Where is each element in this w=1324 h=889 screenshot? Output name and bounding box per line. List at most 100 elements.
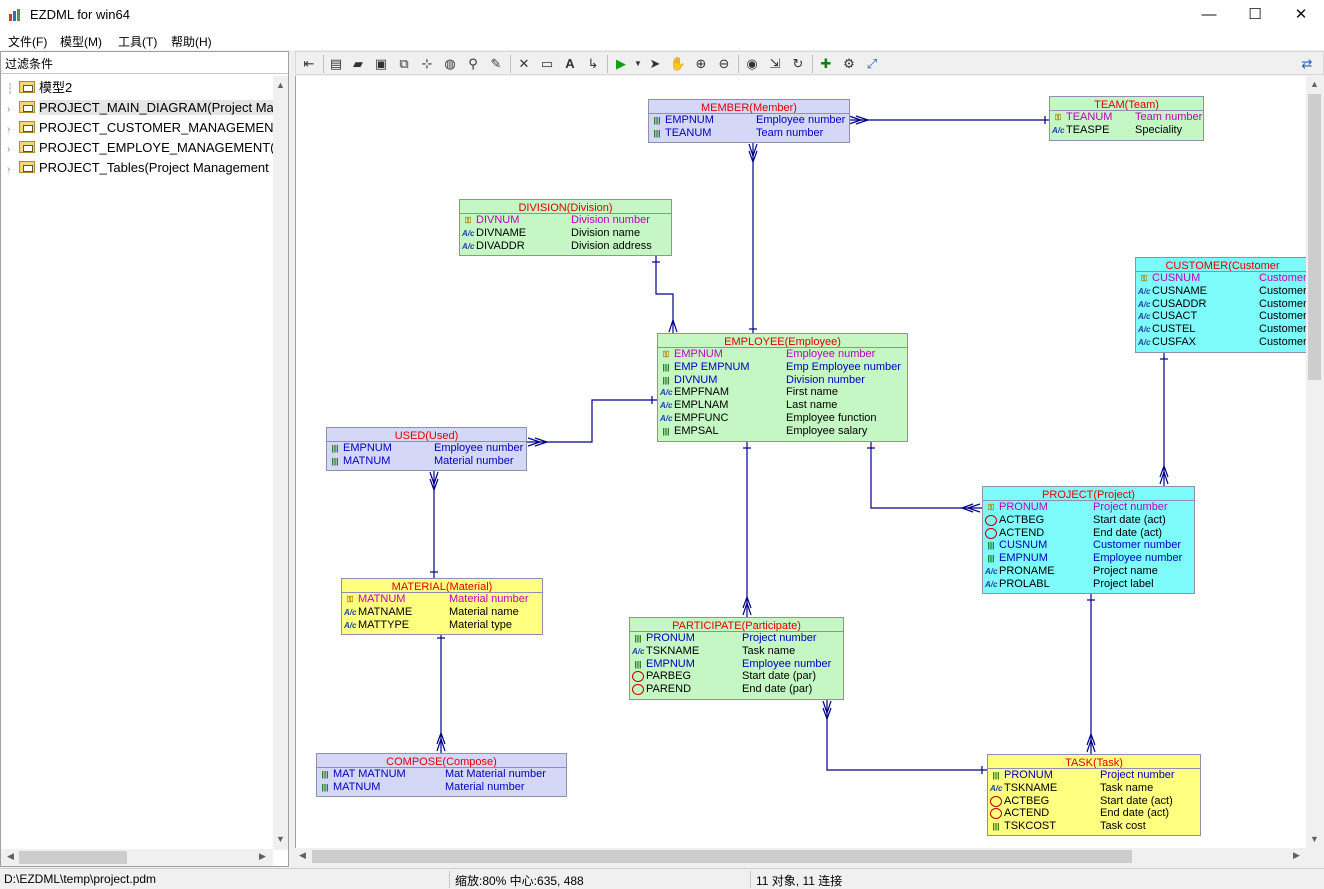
scroll-up-icon[interactable]: ▲ [276,80,285,90]
hand-icon[interactable]: ✋ [669,56,687,71]
scroll-left-icon[interactable]: ◀ [7,851,14,861]
dropdown-icon[interactable]: ▼ [634,59,642,68]
refresh-icon[interactable]: ↻ [792,56,804,71]
view-icon[interactable]: ◉ [746,56,758,71]
link-employee-project[interactable] [870,442,982,509]
globe-icon[interactable]: ◍ [444,56,456,71]
menu-model[interactable]: 模型(M) [60,35,102,49]
canvas-vertical-scrollbar[interactable]: ▲ ▼ [1306,76,1323,848]
menu-tools[interactable]: 工具(T) [118,35,158,49]
toggle-panel-icon[interactable]: ⇄ [1301,56,1313,71]
tree-item-main-diagram[interactable]: ›PROJECT_MAIN_DIAGRAM(Project Man [7,98,273,118]
edit-icon[interactable]: ✎ [490,56,502,71]
tree-item-customer-management[interactable]: ›PROJECT_CUSTOMER_MANAGEMENT(I [7,118,273,138]
delete-icon[interactable]: ✕ [518,56,530,71]
menu-file[interactable]: 文件(F) [8,35,48,49]
filter-label[interactable]: 过滤条件 [1,52,288,74]
save-icon[interactable]: ▣ [374,56,388,71]
minimize-button[interactable]: — [1201,6,1217,23]
link-icon[interactable]: ↳ [587,56,599,71]
scroll-down-icon[interactable]: ▼ [276,834,285,844]
link-division-employee[interactable] [655,256,674,334]
canvas-horizontal-scrollbar[interactable]: ◀ ▶ [295,848,1306,865]
properties-icon[interactable]: ⚙ [843,56,855,71]
zoom-in-icon[interactable]: ⊕ [695,56,707,71]
expand-icon[interactable]: › [7,164,11,175]
expand-icon[interactable]: › [7,104,11,115]
expand-icon[interactable]: › [7,144,11,155]
find-icon[interactable]: ⚲ [468,56,478,71]
maximize-button[interactable]: ☐ [1248,6,1262,23]
scroll-right-icon[interactable]: ▶ [259,851,266,861]
export-icon[interactable]: ⇲ [769,56,781,71]
pointer-icon[interactable]: ➤ [649,56,661,71]
scroll-up-icon[interactable]: ▲ [1310,79,1319,89]
expand-icon[interactable]: › [7,124,11,135]
scroll-thumb[interactable] [312,850,1132,863]
new-icon[interactable]: ▤ [329,56,343,71]
pane-splitter[interactable] [290,51,294,867]
fit-icon[interactable]: ⤢ [866,56,878,71]
tree-item-tables[interactable]: ›PROJECT_Tables(Project Management ( [7,158,273,178]
link-employee-used[interactable] [526,399,657,443]
scroll-down-icon[interactable]: ▼ [1310,834,1319,844]
tree-item-employe-management[interactable]: ›PROJECT_EMPLOYE_MANAGEMENT(Pro [7,138,273,158]
add-icon[interactable]: ✚ [820,56,832,71]
tree-horizontal-scrollbar[interactable]: ◀ ▶ [1,849,273,866]
link-participate-task[interactable] [826,699,988,771]
tree-vertical-scrollbar[interactable]: ▲ ▼ [273,76,288,850]
open-icon[interactable]: ▰ [353,56,363,71]
text-icon[interactable]: A [565,56,575,71]
copy-model-icon[interactable]: ⧉ [399,56,409,71]
table-icon[interactable]: ▭ [540,56,554,71]
tree-item-model[interactable]: ┆模型2 [7,78,273,98]
close-button[interactable]: ✕ [1294,6,1308,23]
scroll-left-icon[interactable]: ◀ [299,850,306,860]
